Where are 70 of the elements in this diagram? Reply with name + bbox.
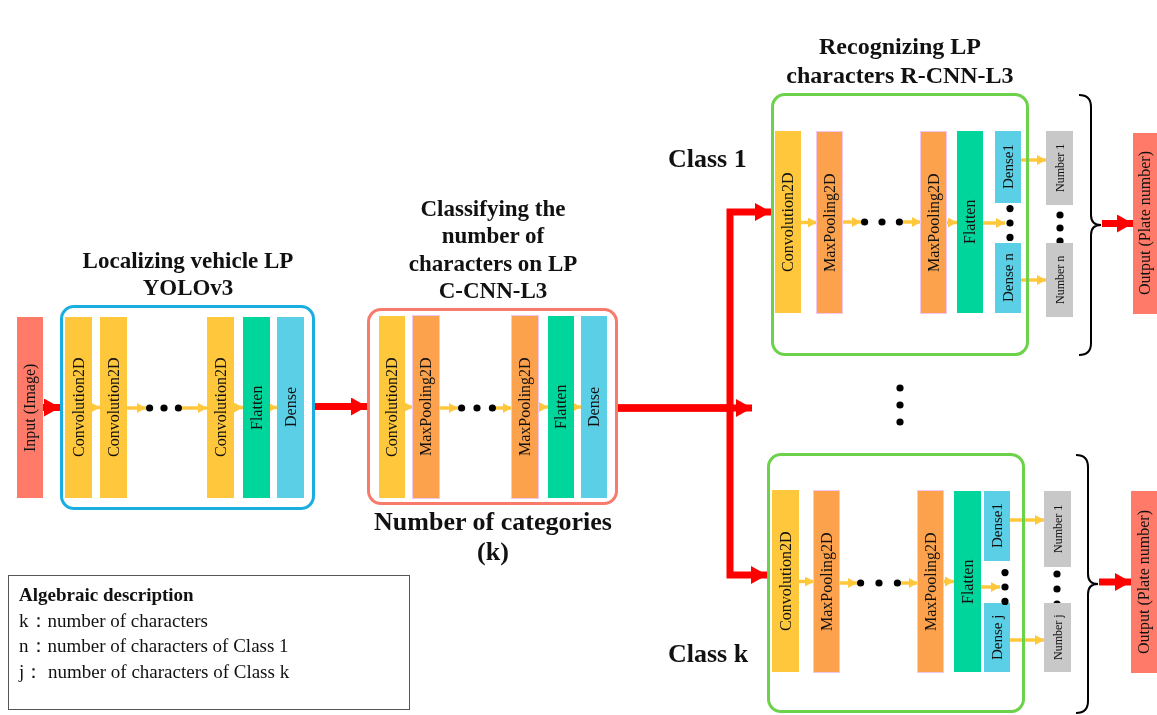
section-heading: Classifying the number of characters on LP C-CNN-L3 bbox=[407, 194, 579, 305]
section-heading: Recognizing LP characters R-CNN-L3 bbox=[785, 32, 1015, 90]
layer-block: MaxPooling2D bbox=[918, 491, 943, 672]
arrow bbox=[1010, 515, 1044, 525]
arrow bbox=[91, 402, 100, 413]
arrow bbox=[1010, 635, 1044, 645]
layer-block: Flatten bbox=[957, 131, 983, 313]
arrow bbox=[799, 576, 814, 587]
layer-block: Convolution2D bbox=[100, 317, 127, 498]
arrow bbox=[127, 403, 146, 413]
arrow bbox=[943, 576, 954, 587]
output-digit-block: Number j bbox=[1044, 603, 1071, 672]
arrow bbox=[842, 217, 861, 227]
layer-block: Flatten bbox=[954, 491, 981, 672]
description-line: j： number of characters of Class k bbox=[19, 659, 291, 684]
arrow bbox=[404, 402, 413, 412]
description-heading: Algebraic description bbox=[19, 583, 195, 607]
ellipsis-dots bbox=[458, 403, 496, 413]
caption-text: Class k bbox=[668, 639, 749, 669]
description-line: k：number of characters bbox=[19, 608, 209, 633]
layer-block: Convolution2D bbox=[775, 131, 801, 313]
layer-block: Dense bbox=[581, 316, 607, 498]
layer-block: Convolution2D bbox=[207, 317, 234, 498]
arrow bbox=[981, 582, 1000, 592]
arrow bbox=[1021, 275, 1046, 285]
description-box bbox=[8, 575, 410, 710]
layer-block: Dense j bbox=[984, 603, 1010, 672]
ellipsis-dots bbox=[861, 217, 903, 227]
arrow bbox=[903, 217, 921, 227]
arrow bbox=[234, 402, 243, 413]
output-digit-block: Number n bbox=[1046, 243, 1073, 317]
layer-block: MaxPooling2D bbox=[413, 316, 439, 498]
arrow bbox=[496, 403, 512, 413]
layer-block: MaxPooling2D bbox=[814, 491, 839, 672]
ellipsis-dots bbox=[1005, 205, 1015, 241]
arrow bbox=[1021, 155, 1046, 165]
output-block: Output (Plate number) bbox=[1133, 133, 1157, 314]
description-line: n：number of characters of Class 1 bbox=[19, 634, 290, 659]
layer-block: Flatten bbox=[548, 316, 574, 498]
arrow bbox=[983, 218, 1005, 228]
arrow bbox=[538, 402, 548, 412]
output-digit-block: Number 1 bbox=[1044, 491, 1071, 567]
output-block: Output (Plate number) bbox=[1131, 491, 1157, 673]
caption-text: Class 1 bbox=[668, 144, 747, 174]
caption-text: Number of categories (k) bbox=[373, 507, 613, 567]
layer-block: Dense n bbox=[995, 243, 1021, 313]
arrow bbox=[439, 403, 458, 413]
ellipsis-dots bbox=[1000, 569, 1010, 605]
section-heading: Localizing vehicle LP YOLOv3 bbox=[81, 246, 295, 302]
curly-brace bbox=[1078, 93, 1102, 357]
arrow bbox=[801, 217, 817, 228]
input-block: Input (Image) bbox=[17, 317, 43, 498]
layer-block: Flatten bbox=[243, 317, 270, 498]
arrow bbox=[946, 217, 957, 228]
layer-block: Convolution2D bbox=[772, 490, 799, 672]
layer-block: Dense1 bbox=[984, 491, 1010, 561]
ellipsis-dots bbox=[857, 578, 901, 588]
arrow bbox=[901, 578, 918, 588]
arrow bbox=[182, 403, 207, 413]
layer-block: MaxPooling2D bbox=[817, 132, 842, 313]
layer-block: Convolution2D bbox=[379, 316, 405, 498]
arrow bbox=[839, 578, 857, 588]
ellipsis-dots bbox=[146, 403, 182, 413]
curly-brace bbox=[1075, 453, 1099, 715]
layer-block: MaxPooling2D bbox=[512, 316, 538, 498]
layer-block: Dense bbox=[277, 317, 304, 498]
layer-block: Convolution2D bbox=[65, 317, 92, 498]
output-digit-block: Number 1 bbox=[1046, 131, 1073, 205]
layer-block: Dense1 bbox=[995, 131, 1021, 203]
layer-block: MaxPooling2D bbox=[921, 132, 946, 313]
